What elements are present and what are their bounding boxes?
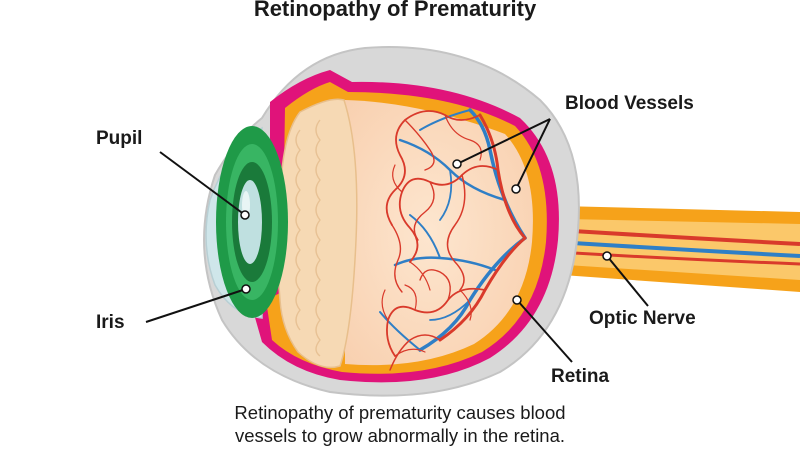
iris-leader-line [145,288,247,323]
blood-vessels-leader-line-2 [515,118,551,190]
blood-vessels-leader-line-1 [456,118,551,165]
iris-pointer-dot [241,284,251,294]
abnormal-blood-vessels [379,108,527,371]
optic-nerve-shape [520,205,800,292]
caption-line-2: vessels to grow abnormally in the retina… [234,425,566,446]
blood-vessels-label: Blood Vessels [565,93,694,114]
retina-leader-line [516,299,573,363]
optic-nerve-pointer-dot [602,251,612,261]
optic-nerve-leader-line [606,255,649,307]
blood-vessel-pointer-dot-1 [452,159,462,169]
pupil-pointer-dot [240,210,250,220]
diagram-title: Retinopathy of Prematurity [253,0,537,21]
pupil-label: Pupil [96,128,143,149]
pupil-leader-line [159,151,246,216]
iris-shape [216,126,288,318]
diagram-caption: Retinopathy of prematurity causes blood … [0,401,800,447]
lens-shape [277,98,358,369]
retina-pointer-dot [512,295,522,305]
leader-lines [145,118,649,363]
optic-nerve-label: Optic Nerve [589,308,696,329]
blood-vessel-pointer-dot-2 [511,184,521,194]
caption-line-1: Retinopathy of prematurity causes blood [234,402,566,423]
iris-label: Iris [96,312,125,333]
retina-label: Retina [551,366,610,387]
pointer-dots [240,159,612,305]
